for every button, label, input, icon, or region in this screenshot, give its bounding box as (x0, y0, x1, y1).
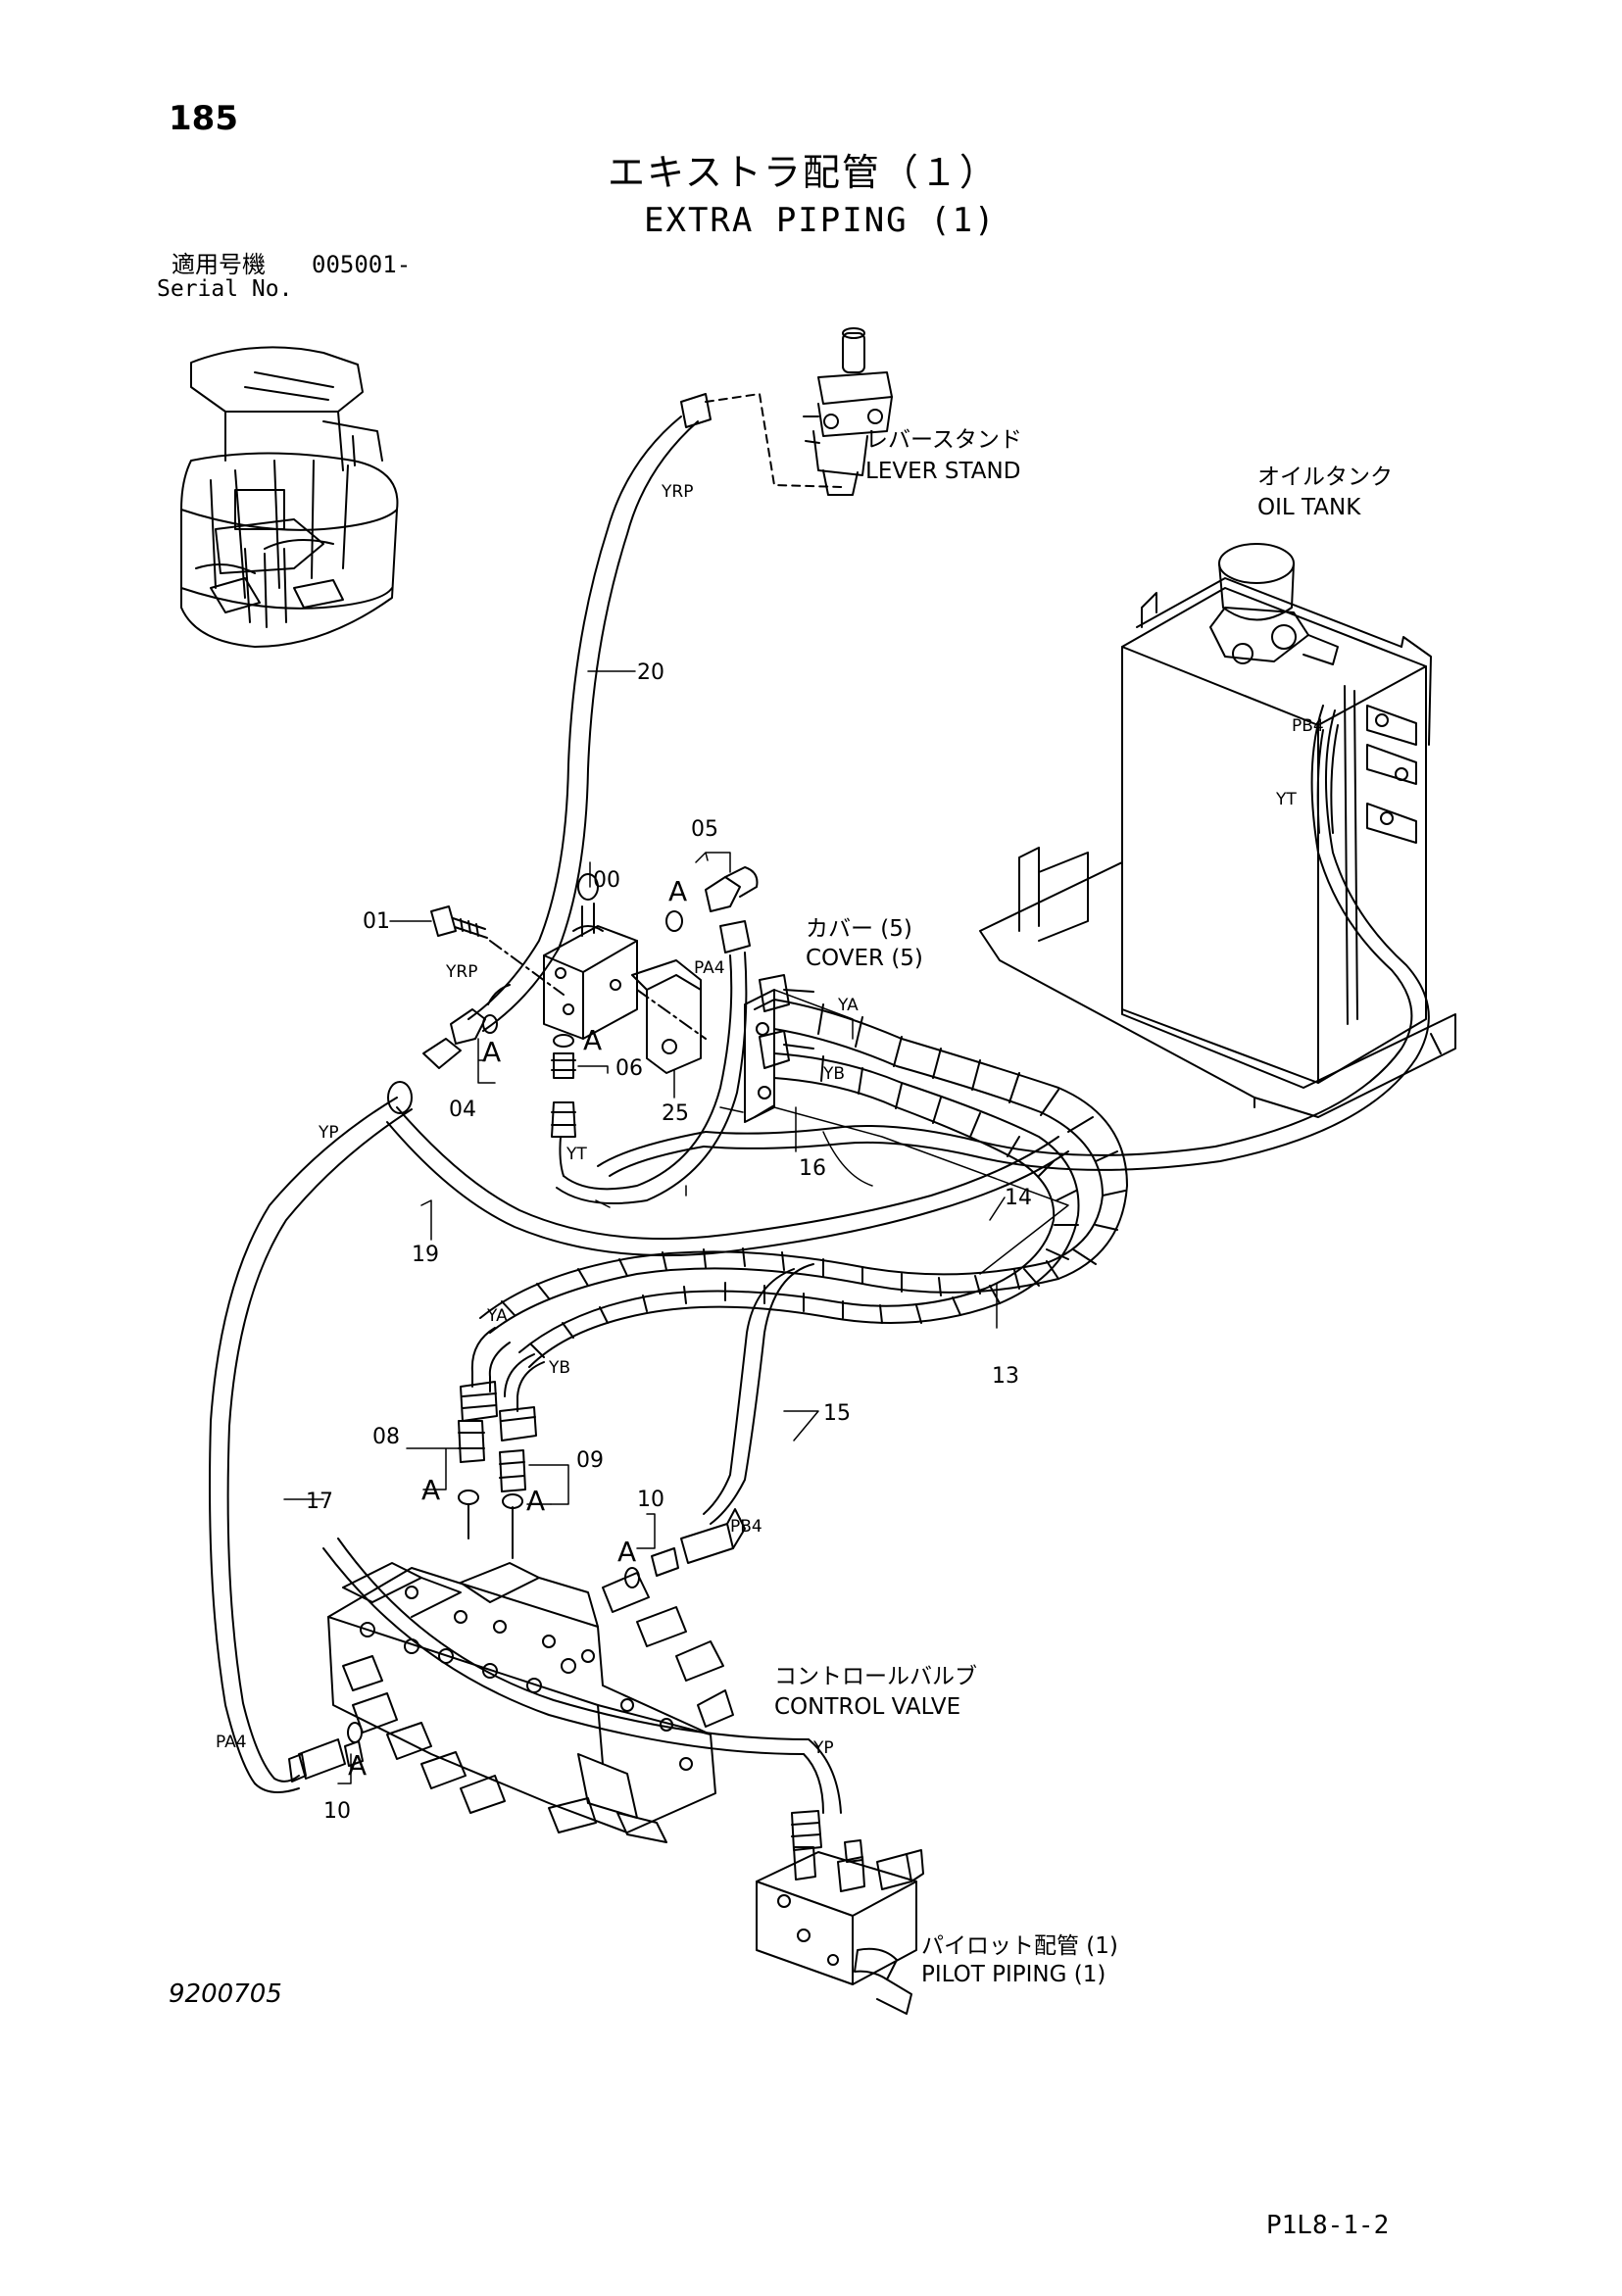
serial-label-japanese: 適用号機 (172, 251, 266, 278)
part-number-04: 04 (449, 1098, 476, 1122)
callout-a-fitting-08: A (421, 1474, 441, 1506)
elbow-05 (665, 852, 759, 932)
fitting-10-lower (288, 1722, 364, 1784)
bolt-01 (389, 905, 488, 939)
port-label-pb4-tank: PB4 (1292, 716, 1324, 736)
selector-valve-block (489, 873, 707, 1040)
port-label-yt-tank: YT (1276, 790, 1297, 809)
document-number: 9200705 (169, 1979, 282, 2009)
part-number-06: 06 (615, 1056, 643, 1081)
callout-a-fitting-10-upper: A (617, 1536, 637, 1568)
lever-stand-label-jp: レバースタンド (865, 427, 1022, 453)
part-number-20: 20 (637, 660, 664, 685)
bracket-25 (631, 959, 702, 1099)
cover-bracket (744, 989, 1069, 1275)
fitting-10-upper (624, 1508, 746, 1588)
port-label-pb4-low: PB4 (730, 1517, 762, 1537)
page-code: P1L8-1-2 (1266, 2211, 1390, 2240)
callout-a-fitting-04: A (482, 1036, 502, 1068)
port-label-yb-low: YB (549, 1358, 571, 1378)
hose-19 (386, 1106, 1069, 1257)
part-number-14: 14 (1005, 1186, 1032, 1210)
port-label-yrp-top: YRP (662, 482, 694, 502)
hose-17 (209, 1081, 413, 1793)
port-label-ya-low: YA (487, 1306, 508, 1326)
callout-a-fitting-09: A (526, 1485, 546, 1517)
port-label-yt-mid: YT (566, 1145, 587, 1164)
leader-lines (283, 670, 1006, 1500)
serial-label-english: Serial No. (157, 276, 293, 302)
fitting-04 (422, 984, 511, 1084)
hose-20 (467, 393, 712, 1032)
oil-tank-label-jp: オイルタンク (1257, 464, 1393, 490)
part-number-10-upper: 10 (637, 1488, 664, 1512)
hoses-13-14 (479, 974, 1128, 1368)
cover-label-en: COVER (5) (806, 946, 923, 971)
machine-overview-thumbnail (180, 346, 399, 648)
part-number-10-lower: 10 (323, 1799, 351, 1824)
part-number-15: 15 (823, 1401, 851, 1426)
lever-stand-label-en: LEVER STAND (865, 459, 1021, 484)
oil-tank (979, 543, 1456, 1118)
port-label-ya-cover: YA (838, 996, 859, 1015)
serial-number-value: 005001- (312, 251, 412, 278)
port-label-yp-left: YP (319, 1123, 339, 1143)
port-label-yb-cover: YB (823, 1064, 846, 1084)
hose-16 (597, 705, 1430, 1187)
lever-stand (705, 327, 893, 496)
port-label-pa4-mid: PA4 (694, 958, 725, 978)
page-title-japanese: エキストラ配管（１） (608, 151, 999, 194)
control-valve-label-jp: コントロールバルブ (774, 1664, 977, 1689)
page-number: 185 (169, 99, 238, 138)
port-label-pa4-low: PA4 (216, 1733, 247, 1752)
oil-tank-label-en: OIL TANK (1257, 495, 1361, 520)
hose-yp-pilot (322, 1538, 842, 1814)
part-number-08: 08 (372, 1425, 400, 1449)
hose-15 (703, 724, 1339, 1525)
part-number-16: 16 (799, 1156, 826, 1181)
part-number-05: 05 (691, 817, 718, 842)
part-number-09: 09 (576, 1448, 604, 1473)
fittings-08-09 (406, 1327, 569, 1559)
control-valve-label-en: CONTROL VALVE (774, 1694, 961, 1720)
part-number-01: 01 (363, 909, 390, 934)
pilot-piping-label-en: PILOT PIPING (1) (921, 1962, 1106, 1987)
callout-a-elbow: A (668, 875, 688, 907)
part-number-25: 25 (662, 1101, 689, 1126)
fittings-06 (551, 1034, 609, 1177)
control-valve (327, 1562, 734, 1843)
pilot-piping-block (756, 1810, 924, 2015)
port-label-yp-right: YP (813, 1738, 834, 1758)
part-number-19: 19 (412, 1243, 439, 1267)
page-title-english: EXTRA PIPING (1) (644, 201, 997, 240)
cover-label-jp: カバー (5) (806, 916, 912, 942)
part-number-00: 00 (593, 868, 620, 893)
port-label-yrp-mid: YRP (446, 962, 478, 982)
callout-a-fitting-06: A (583, 1024, 603, 1056)
callout-a-fitting-10-lower: A (348, 1749, 368, 1782)
part-number-17: 17 (306, 1490, 333, 1514)
part-number-13: 13 (992, 1364, 1019, 1389)
pilot-piping-label-jp: パイロット配管 (1) (921, 1933, 1118, 1959)
